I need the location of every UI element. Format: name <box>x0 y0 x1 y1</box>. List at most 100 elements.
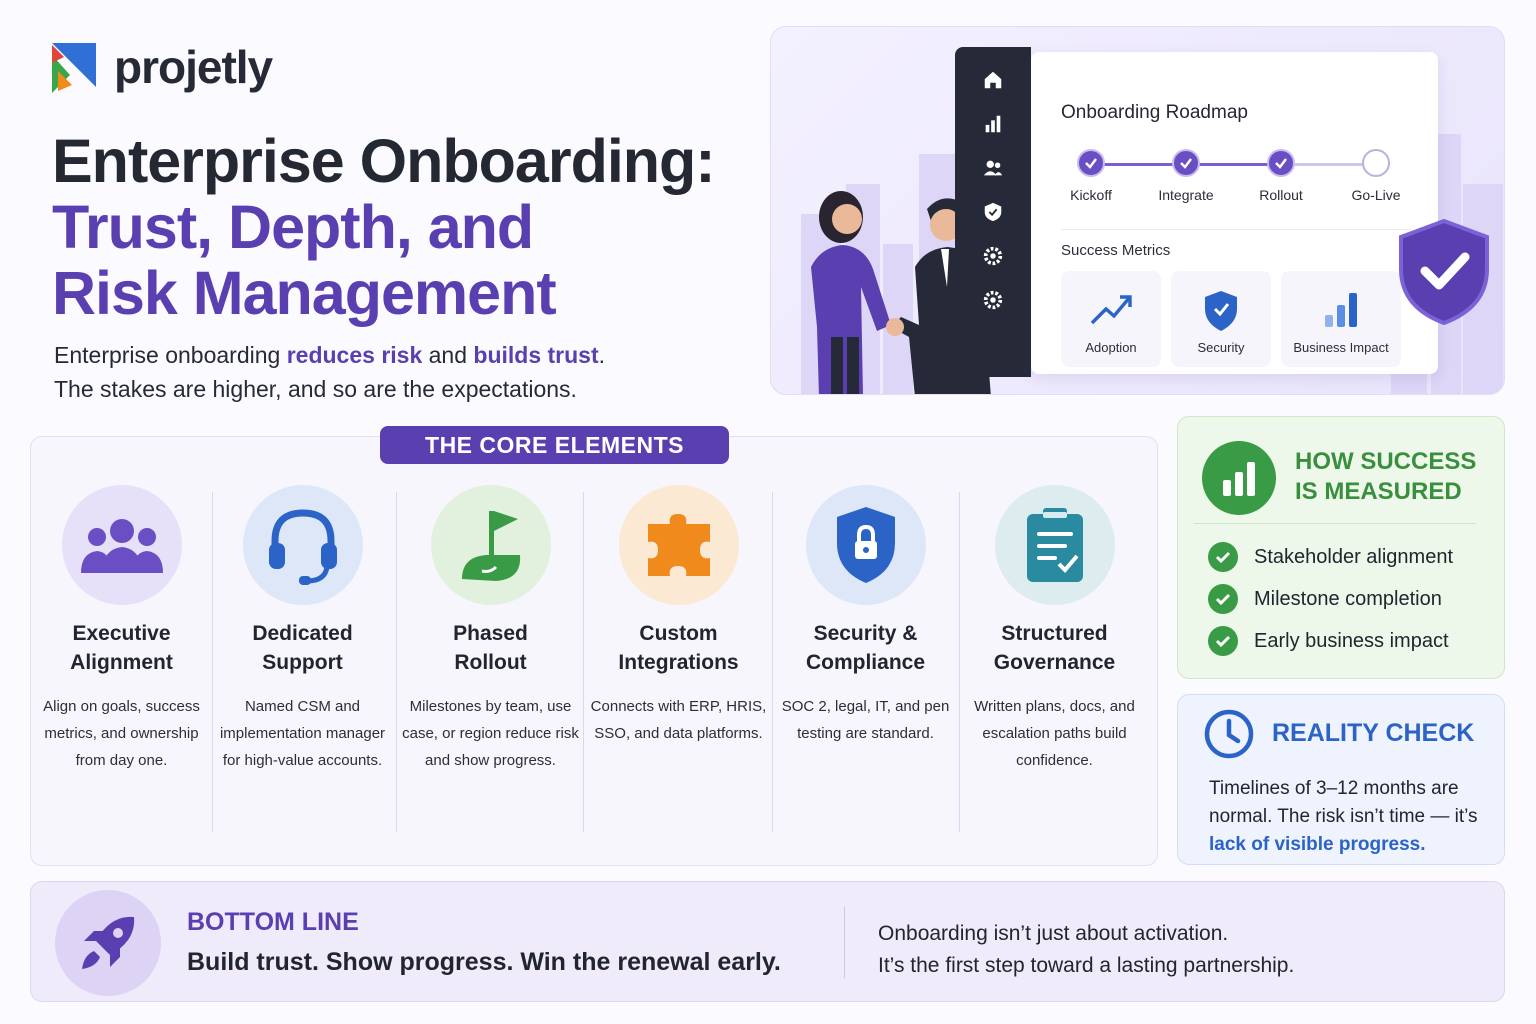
check-icon <box>1077 149 1105 177</box>
subtitle-text-b: and <box>422 342 474 368</box>
success-item-label: Early business impact <box>1254 629 1449 652</box>
success-title: HOW SUCCESS IS MEASURED <box>1295 447 1476 507</box>
progress-line-remaining <box>1281 163 1376 166</box>
shield-icon <box>1205 291 1237 331</box>
step-integrate[interactable]: Integrate <box>1146 147 1226 203</box>
core-item-desc: Named CSM and implementation manager for… <box>219 698 386 769</box>
core-elements-badge: THE CORE ELEMENTS <box>380 426 729 464</box>
core-item-title: Governance <box>993 651 1116 674</box>
check-circle-icon <box>1208 584 1238 614</box>
gear-icon[interactable] <box>982 245 1004 267</box>
core-item-title: Compliance <box>805 651 926 674</box>
clipboard-icon <box>994 485 1115 605</box>
core-item-title: Executive <box>72 622 171 645</box>
roadmap-steps: Kickoff Integrate Rollout Go-Live <box>1061 147 1421 217</box>
check-icon <box>1267 149 1295 177</box>
core-item-title: Support <box>262 651 343 674</box>
success-measurement-panel: HOW SUCCESS IS MEASURED Stakeholder alig… <box>1177 416 1505 679</box>
core-item-desc: Milestones by team, use case, or region … <box>402 698 579 769</box>
rocket-icon <box>55 890 161 996</box>
core-elements-panel <box>30 436 1158 866</box>
check-icon <box>1172 149 1200 177</box>
step-label: Rollout <box>1259 187 1303 203</box>
onboarding-roadmap-card: Onboarding Roadmap Kickoff Integrate Rol… <box>1031 52 1438 374</box>
core-item-title: Integrations <box>618 651 739 674</box>
home-icon[interactable] <box>982 69 1004 91</box>
step-go-live[interactable]: Go-Live <box>1336 147 1416 203</box>
success-item: Stakeholder alignment <box>1208 542 1453 572</box>
reality-body-highlight: lack of visible progress. <box>1209 834 1426 855</box>
success-item-label: Stakeholder alignment <box>1254 545 1454 568</box>
success-title-line-2: IS MEASURED <box>1295 478 1462 505</box>
bottom-line-main: Build trust. Show progress. Win the rene… <box>187 948 781 976</box>
step-kickoff[interactable]: Kickoff <box>1051 147 1131 203</box>
column-divider <box>583 492 584 832</box>
core-item-desc: Written plans, docs, and escalation path… <box>974 698 1135 769</box>
metric-security[interactable]: Security <box>1171 271 1271 367</box>
metric-label: Security <box>1197 340 1245 355</box>
core-item-title: Custom <box>639 622 718 645</box>
subtitle-text-a: Enterprise onboarding <box>54 342 287 368</box>
title-line-3: Risk Management <box>52 259 557 327</box>
metric-adoption[interactable]: Adoption <box>1061 271 1161 367</box>
core-item-title: Security & <box>813 622 918 645</box>
brand-logo[interactable]: projetly <box>48 40 273 94</box>
success-item: Early business impact <box>1208 626 1449 656</box>
column-divider <box>212 492 213 832</box>
progress-line <box>1091 163 1376 166</box>
roadmap-divider <box>1061 229 1411 230</box>
column-divider <box>959 492 960 832</box>
hero-subtitle: Enterprise onboarding reduces risk and b… <box>54 338 754 406</box>
reality-title: REALITY CHECK <box>1272 719 1475 747</box>
step-label: Go-Live <box>1351 187 1401 203</box>
check-circle-icon <box>1208 626 1238 656</box>
shield-icon[interactable] <box>982 201 1004 223</box>
core-item-title: Rollout <box>454 651 527 674</box>
core-item-desc: Connects with ERP, HRIS, SSO, and data p… <box>590 698 767 742</box>
reality-body: Timelines of 3–12 months are normal. The… <box>1209 775 1489 859</box>
step-label: Kickoff <box>1070 187 1112 203</box>
core-item-desc: SOC 2, legal, IT, and pen testing are st… <box>781 698 950 742</box>
step-label: Integrate <box>1158 187 1214 203</box>
bottom-divider <box>844 906 845 978</box>
success-item: Milestone completion <box>1208 584 1442 614</box>
puzzle-icon <box>618 485 739 605</box>
title-line-2: Trust, Depth, and <box>52 193 534 261</box>
bar-chart-icon[interactable] <box>982 113 1004 135</box>
metric-business-impact[interactable]: Business Impact <box>1281 271 1401 367</box>
roadmap-title: Onboarding Roadmap <box>1061 102 1248 123</box>
lock-shield-icon <box>805 485 926 605</box>
bottom-line-banner: BOTTOM LINE Build trust. Show progress. … <box>30 881 1505 1002</box>
bar-chart-icon <box>1202 441 1276 515</box>
empty-circle-icon <box>1362 149 1390 177</box>
core-item-security-compliance: Security & Compliance SOC 2, legal, IT, a… <box>773 485 958 747</box>
subtitle-line-2: The stakes are higher, and so are the ex… <box>54 376 577 402</box>
core-item-title: Structured <box>1001 622 1108 645</box>
reality-check-panel: REALITY CHECK Timelines of 3–12 months a… <box>1177 694 1505 865</box>
success-item-label: Milestone completion <box>1254 587 1442 610</box>
app-sidebar <box>955 47 1031 377</box>
title-line-1: Enterprise Onboarding: <box>52 127 716 195</box>
success-metrics-title: Success Metrics <box>1061 242 1171 259</box>
hero-illustration: Onboarding Roadmap Kickoff Integrate Rol… <box>770 26 1505 395</box>
users-icon[interactable] <box>982 157 1004 179</box>
check-circle-icon <box>1208 542 1238 572</box>
trend-up-icon <box>1090 295 1132 325</box>
flag-icon <box>430 485 551 605</box>
metric-label: Business Impact <box>1293 340 1389 355</box>
core-item-title: Dedicated <box>252 622 353 645</box>
step-rollout[interactable]: Rollout <box>1241 147 1321 203</box>
reality-body-text: Timelines of 3–12 months are normal. The… <box>1209 778 1478 827</box>
metric-label: Adoption <box>1085 340 1137 355</box>
bottom-line-label: BOTTOM LINE <box>187 908 359 936</box>
success-divider <box>1194 523 1476 524</box>
clock-icon <box>1204 709 1254 759</box>
settings-icon[interactable] <box>982 289 1004 311</box>
subtitle-text-c: . <box>598 342 606 368</box>
bar-chart-icon <box>1325 293 1357 327</box>
headset-icon <box>242 485 363 605</box>
